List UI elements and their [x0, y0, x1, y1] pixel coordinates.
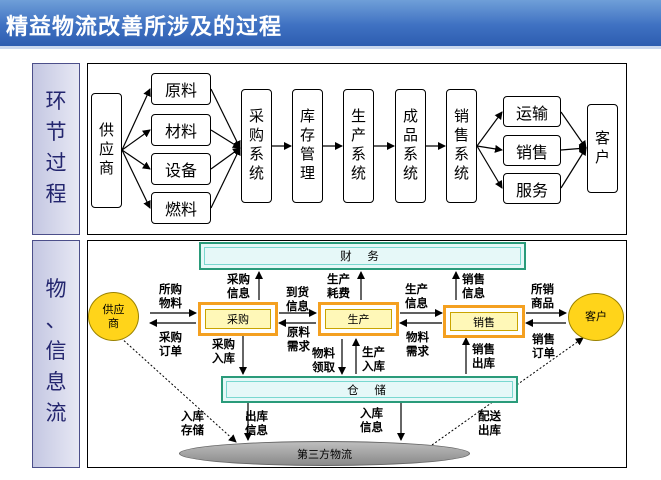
material-material: 材料: [151, 114, 211, 146]
label-sold-goods: 所销 商品: [531, 282, 554, 310]
customer-circle: 客户: [568, 293, 624, 341]
customer-box: 客户: [587, 104, 618, 193]
side-char: 、: [45, 308, 67, 332]
label-purchased-goods: 所购 物料: [159, 282, 182, 310]
procure-node: 采购: [198, 302, 278, 336]
label-sales-order: 销售 订单: [532, 332, 555, 360]
label-raw-need: 原料 需求: [287, 325, 310, 353]
produce-label: 生产: [325, 309, 392, 329]
sell-node: 销售: [443, 305, 525, 338]
label-prod-in: 生产 入库: [362, 345, 385, 373]
label-sales-out: 销售 出库: [472, 342, 495, 370]
procurement-box: 采购系统: [241, 89, 272, 203]
material-raw: 原料: [151, 73, 211, 105]
produce-node: 生产: [318, 302, 399, 336]
third-party-logistics: 第三方物流: [179, 441, 470, 466]
supplier-circle: 供应 商: [88, 292, 139, 341]
service-service: 服务: [503, 173, 561, 204]
side-char: 过: [45, 151, 67, 175]
service-sales: 销售: [503, 135, 561, 166]
label-material-need: 物料 需求: [406, 330, 429, 358]
label-in-storage: 入库 存储: [181, 409, 204, 437]
label-purchase-order: 采购 订单: [159, 330, 182, 358]
warehouse-bar: 仓 储: [221, 376, 518, 403]
material-fuel: 燃料: [151, 192, 211, 224]
side-char: 节: [45, 120, 67, 144]
label-sales-info: 销售 信息: [462, 272, 485, 300]
finance-label: 财 务: [340, 249, 385, 263]
label-purchase-in: 采购 入库: [212, 337, 235, 365]
side-char: 息: [45, 370, 67, 394]
material-equipment: 设备: [151, 153, 211, 185]
side-label-flow: 物 、 信 息 流: [32, 240, 80, 468]
inventory-box: 库存管理: [292, 89, 323, 203]
label-deliver-out: 配送 出库: [478, 409, 501, 437]
finished-box: 成品系统: [395, 89, 426, 203]
side-char: 物: [45, 277, 67, 301]
side-char: 程: [45, 182, 67, 206]
title-underline: [0, 46, 661, 49]
page-title: 精益物流改善所涉及的过程: [6, 15, 283, 40]
label-out-info: 出库 信息: [245, 409, 268, 437]
production-box: 生产系统: [343, 89, 374, 203]
warehouse-label: 仓 储: [347, 382, 392, 397]
label-material-pick: 物料 领取: [312, 346, 335, 374]
procure-label: 采购: [205, 309, 271, 329]
finance-bar: 财 务: [199, 242, 526, 270]
service-transport: 运输: [503, 96, 561, 127]
label-arrival-info: 到货 信息: [286, 285, 309, 313]
side-char: 信: [45, 339, 67, 363]
side-label-process: 环 节 过 程: [32, 63, 80, 235]
third-party-label: 第三方物流: [297, 447, 352, 461]
sales-box: 销售系统: [446, 89, 477, 203]
label-purchase-info: 采购 信息: [227, 272, 250, 300]
label-in-info: 入库 信息: [360, 406, 383, 434]
side-char: 环: [45, 89, 67, 113]
side-char: 流: [45, 401, 67, 425]
sell-label: 销售: [450, 312, 518, 331]
label-prod-cost: 生产 耗费: [327, 272, 350, 300]
supplier-box: 供应商: [91, 93, 122, 208]
title-bar: 精益物流改善所涉及的过程: [0, 0, 661, 46]
label-prod-info: 生产 信息: [405, 282, 428, 310]
